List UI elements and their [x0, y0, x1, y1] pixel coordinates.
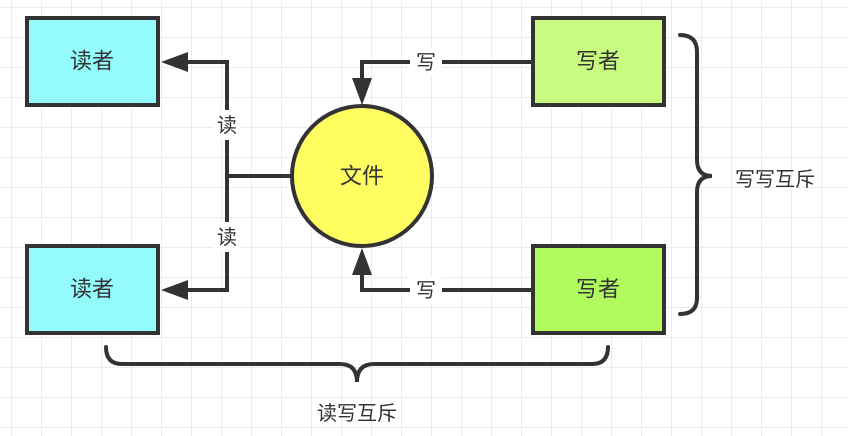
edge-label-write-bottom: 写	[416, 278, 436, 302]
brace-right-shape	[678, 33, 713, 316]
writer-bottom-label: 写者	[576, 278, 620, 303]
node-file[interactable]: 文件	[290, 104, 434, 248]
edge-write-top	[360, 60, 532, 86]
reader-bottom-label: 读者	[70, 278, 114, 303]
writer-bottom-box	[531, 244, 666, 335]
brace-bottom-shape	[104, 345, 610, 383]
node-writer-bottom[interactable]: 写者	[531, 244, 666, 335]
brace-label-write-write: 写写互斥	[735, 167, 815, 191]
file-label: 文件	[340, 165, 384, 190]
edge-label-write-top: 写	[416, 50, 436, 74]
edge-label-bg-write-bottom	[410, 276, 442, 304]
brace-label-read-write: 读写互斥	[317, 401, 397, 425]
writer-top-label: 写者	[576, 50, 620, 75]
writer-top-box	[531, 16, 666, 107]
reader-bottom-box	[25, 244, 160, 335]
arrowhead-write-bottom	[352, 248, 372, 275]
edge-label-bg-write-top	[410, 48, 442, 76]
node-writer-top[interactable]: 写者	[531, 16, 666, 107]
reader-top-box	[25, 16, 160, 107]
read-edges: 读 读	[161, 52, 292, 300]
arrowhead-read-top	[161, 52, 188, 72]
node-reader-top[interactable]: 读者	[25, 16, 160, 107]
edge-write-bottom	[360, 267, 532, 292]
arrowhead-read-bottom	[161, 280, 188, 300]
edge-label-read-bottom: 读	[217, 225, 237, 249]
edge-read-bottom	[180, 176, 229, 292]
write-edges: 写 写	[352, 48, 532, 304]
brace-write-write: 写写互斥	[678, 33, 815, 316]
brace-read-write: 读写互斥	[104, 345, 610, 425]
file-circle	[290, 104, 434, 248]
node-reader-bottom[interactable]: 读者	[25, 244, 160, 335]
reader-top-label: 读者	[70, 50, 114, 75]
edge-label-read-top: 读	[217, 113, 237, 137]
edge-label-bg-read-bottom	[213, 222, 241, 252]
arrowhead-write-top	[352, 78, 372, 105]
edge-label-bg-read-top	[213, 110, 241, 140]
